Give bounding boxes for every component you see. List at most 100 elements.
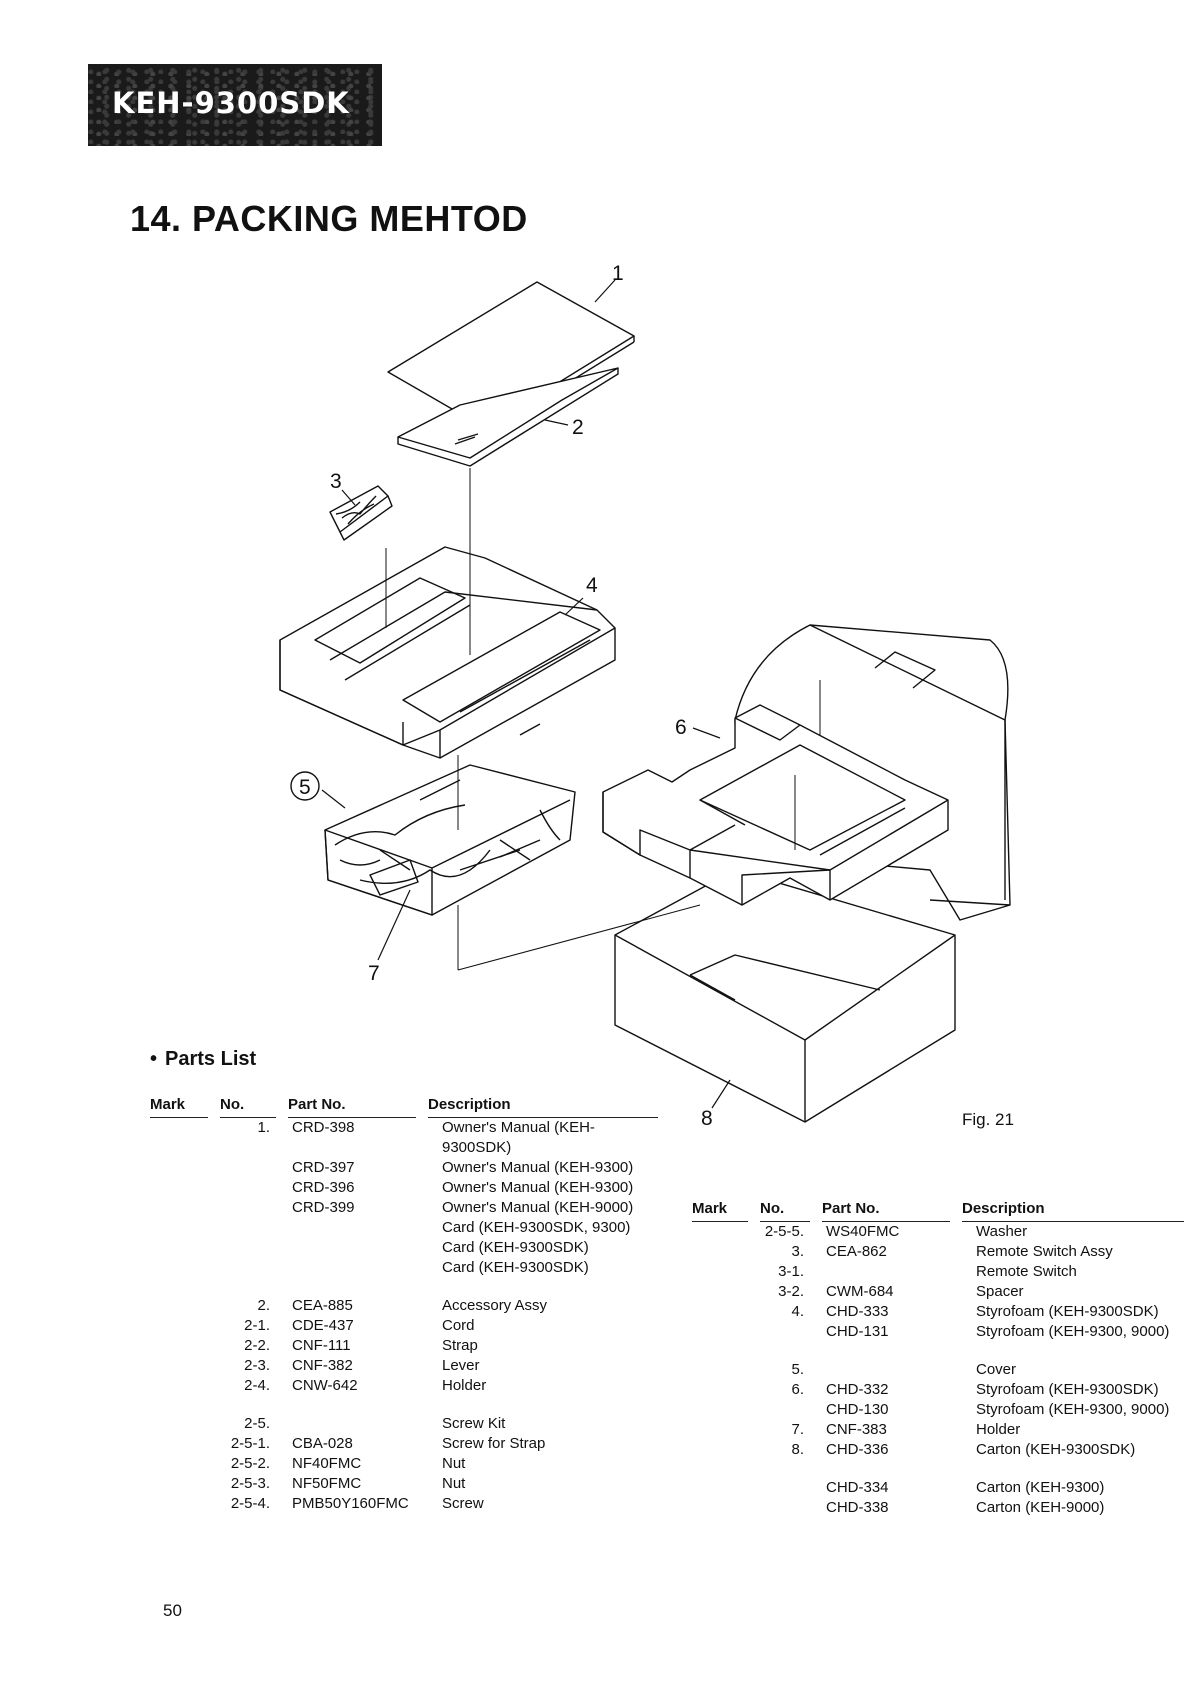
cell-no: 2-5-3. bbox=[230, 1475, 270, 1492]
cell-part-no: CHD-336 bbox=[826, 1441, 889, 1458]
cell-part-no: CHD-334 bbox=[826, 1479, 889, 1496]
cell-description: Carton (KEH-9000) bbox=[976, 1499, 1105, 1516]
column-header-no: No. bbox=[760, 1200, 810, 1222]
cell-description: Owner's Manual (KEH-9300) bbox=[442, 1179, 634, 1196]
cell-mark bbox=[150, 1434, 208, 1454]
cell-description: Screw for Strap bbox=[442, 1435, 546, 1452]
cell-no bbox=[220, 1218, 276, 1238]
cell-no: 2-5. bbox=[244, 1415, 270, 1432]
page-number: 50 bbox=[163, 1601, 182, 1620]
cell-description: Strap bbox=[442, 1337, 478, 1354]
cell-mark bbox=[150, 1454, 208, 1474]
callout-8: 8 bbox=[701, 1107, 713, 1130]
cell-mark bbox=[150, 1316, 208, 1336]
cell-description: Owner's Manual (KEH-9300) bbox=[442, 1159, 634, 1176]
section-title: 14. PACKING MEHTOD bbox=[130, 198, 528, 239]
cell-part-no bbox=[822, 1262, 950, 1282]
callout-4: 4 bbox=[586, 574, 598, 597]
column-header-description: Description bbox=[962, 1200, 1184, 1222]
cell-part-no: NF40FMC bbox=[292, 1455, 362, 1472]
cell-mark bbox=[150, 1258, 208, 1278]
cell-description: Washer bbox=[976, 1223, 1028, 1240]
lower-styrofoam bbox=[602, 704, 949, 906]
cell-no bbox=[760, 1478, 810, 1498]
cell-mark bbox=[150, 1198, 208, 1218]
cell-no: 7. bbox=[791, 1421, 804, 1438]
cell-no bbox=[760, 1400, 810, 1420]
cell-part-no: CHD-332 bbox=[826, 1381, 889, 1398]
cell-no: 1. bbox=[257, 1119, 270, 1136]
table-row: Card (KEH-9300SDK, 9300) bbox=[150, 1218, 658, 1238]
cell-no: 2. bbox=[257, 1297, 270, 1314]
cell-mark bbox=[150, 1336, 208, 1356]
cell-no: 2-5-5. bbox=[764, 1223, 804, 1240]
cell-part-no: CHD-130 bbox=[826, 1401, 889, 1418]
cell-no: 3. bbox=[791, 1243, 804, 1260]
model-banner: KEH-9300SDK bbox=[88, 64, 382, 146]
cell-mark bbox=[150, 1118, 208, 1159]
cell-mark bbox=[150, 1296, 208, 1316]
cell-mark bbox=[692, 1400, 748, 1420]
cell-description: Styrofoam (KEH-9300, 9000) bbox=[976, 1401, 1170, 1418]
callout-2: 2 bbox=[572, 416, 584, 439]
cell-part-no: CWM-684 bbox=[826, 1283, 894, 1300]
cell-description: Nut bbox=[442, 1455, 466, 1472]
cell-description: Styrofoam (KEH-9300, 9000) bbox=[976, 1323, 1170, 1340]
cell-no bbox=[760, 1322, 810, 1342]
cell-no bbox=[220, 1258, 276, 1278]
column-header-no: No. bbox=[220, 1096, 276, 1118]
cell-mark bbox=[150, 1218, 208, 1238]
table-spacer-row bbox=[692, 1460, 1184, 1478]
cell-description: Holder bbox=[442, 1377, 487, 1394]
table-row: CRD-399 Owner's Manual (KEH-9000) bbox=[150, 1198, 658, 1218]
table-row: 5.Cover bbox=[692, 1360, 1184, 1380]
cell-mark bbox=[692, 1440, 748, 1460]
cell-mark bbox=[150, 1474, 208, 1494]
cell-description: Card (KEH-9300SDK) bbox=[442, 1239, 589, 1256]
bullet-icon: • bbox=[150, 1048, 158, 1070]
cell-description: Owner's Manual (KEH-9300SDK) bbox=[442, 1119, 595, 1156]
cell-mark bbox=[150, 1158, 208, 1178]
cell-part-no bbox=[288, 1218, 416, 1238]
column-header-mark: Mark bbox=[150, 1096, 208, 1118]
cell-description: Screw bbox=[442, 1495, 484, 1512]
callout-3: 3 bbox=[330, 470, 342, 493]
cell-description: Remote Switch bbox=[976, 1263, 1077, 1280]
cell-no: 2-5-1. bbox=[230, 1435, 270, 1452]
cell-description: Screw Kit bbox=[442, 1415, 506, 1432]
cell-part-no: CRD-399 bbox=[292, 1199, 355, 1216]
figure-caption: Fig. 21 bbox=[962, 1110, 1014, 1129]
cell-mark bbox=[150, 1238, 208, 1258]
cell-mark bbox=[150, 1494, 208, 1514]
cell-description: Lever bbox=[442, 1357, 480, 1374]
cell-no: 2-5-4. bbox=[230, 1495, 270, 1512]
cell-description: Owner's Manual (KEH-9000) bbox=[442, 1199, 634, 1216]
cell-no bbox=[220, 1178, 276, 1198]
column-header-description: Description bbox=[428, 1096, 658, 1118]
cell-mark bbox=[692, 1498, 748, 1518]
cell-part-no bbox=[822, 1360, 950, 1380]
cell-description: Cord bbox=[442, 1317, 475, 1334]
table-spacer-row bbox=[150, 1278, 658, 1296]
cell-part-no: CHD-333 bbox=[826, 1303, 889, 1320]
cell-part-no: CHD-338 bbox=[826, 1499, 889, 1516]
cell-mark bbox=[692, 1420, 748, 1440]
table-row: CHD-338 Carton (KEH-9000) bbox=[692, 1498, 1184, 1518]
cell-mark bbox=[692, 1360, 748, 1380]
cell-mark bbox=[692, 1242, 748, 1262]
